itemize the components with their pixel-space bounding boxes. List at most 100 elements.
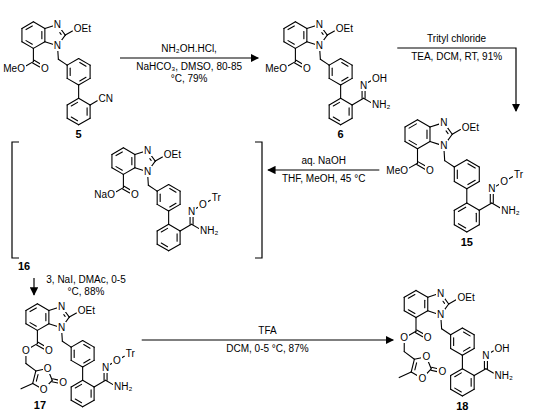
bond-line [408, 294, 415, 298]
atom-label: N [439, 140, 448, 151]
reaction-arrow [33, 278, 34, 295]
atom-label: O [499, 176, 509, 187]
compound-structure: NOEtNOMeONOHNH₂6 [262, 17, 393, 142]
bond-line [157, 231, 158, 244]
bond-line [458, 207, 465, 211]
bond-line [180, 191, 181, 204]
bond-line [418, 141, 430, 148]
bond-line [25, 355, 26, 363]
atom-label: O [130, 189, 140, 200]
atom-label: N [143, 166, 152, 177]
bond-line [288, 41, 294, 45]
reaction-conditions: Trityl chloride [427, 33, 486, 45]
bond-line [160, 194, 161, 201]
bond-line [451, 348, 463, 355]
bond-line [135, 168, 143, 171]
bond-line [91, 390, 92, 397]
atom-label: N [436, 309, 445, 320]
bond-line [33, 22, 44, 29]
bond-line [22, 22, 33, 29]
bond-line [417, 149, 418, 163]
bond-line [449, 300, 456, 304]
bond-line [67, 65, 68, 78]
bond-line [26, 41, 32, 45]
bond-line [474, 335, 475, 349]
bond-line [30, 308, 36, 312]
bond-line [79, 59, 90, 66]
reaction-arrow [268, 169, 379, 170]
bond-line [467, 181, 479, 188]
atom-label: N [315, 40, 324, 51]
bond-line [45, 313, 46, 320]
bond-line [404, 343, 405, 352]
compound-structure: NOEtNONaONOTrNH₂16 [10, 140, 264, 274]
bond-line [107, 372, 108, 380]
bond-line [454, 203, 466, 210]
bond-line [352, 105, 353, 118]
bond-line [467, 160, 479, 167]
bond-line [487, 360, 488, 369]
bond-line [33, 371, 36, 383]
bond-line [26, 304, 37, 311]
atom-label: Tr [125, 348, 136, 359]
atom-label: NH₂ [199, 225, 219, 236]
bond-line [307, 26, 315, 29]
bond-line [112, 168, 123, 175]
bond-line [352, 98, 363, 105]
molecule-bonds [284, 22, 371, 125]
bond-line [71, 102, 77, 106]
bond-line [416, 311, 428, 318]
bond-line [192, 224, 199, 228]
bond-line [457, 170, 458, 178]
bond-line [26, 26, 32, 30]
bond-line [60, 33, 61, 35]
right-bracket [255, 142, 262, 258]
bond-line [116, 152, 122, 156]
atom-label: MeO [264, 63, 288, 74]
compound-structure: NOEtNOOOOONOTrNH₂17 [19, 299, 138, 413]
compound-number: 15 [460, 236, 474, 248]
atom-label: MeO [385, 165, 409, 176]
bond-line [30, 344, 37, 348]
bond-line [49, 308, 57, 311]
atom-label: N [487, 183, 496, 194]
bond-line [329, 105, 330, 118]
bond-line [170, 189, 176, 193]
reaction-arrow [120, 57, 258, 58]
bond-line [75, 399, 81, 403]
bond-line [61, 333, 63, 342]
bond-line [349, 108, 350, 115]
bond-line [467, 225, 479, 232]
bond-line [180, 231, 181, 244]
bond-line [484, 360, 485, 369]
bond-line [284, 22, 295, 29]
bond-line [409, 163, 417, 168]
bond-line [455, 388, 462, 392]
bond-line [404, 127, 405, 141]
atom-label: O [423, 332, 433, 343]
bond-line [83, 360, 94, 367]
reaction-arrow [142, 339, 393, 340]
bond-line [48, 310, 49, 323]
atom-label: N [101, 362, 110, 373]
bond-line [116, 188, 123, 192]
left-bracket [12, 142, 19, 258]
bond-line [75, 384, 81, 388]
bond-line [70, 68, 71, 75]
bond-line [74, 350, 75, 357]
atom-label: MeO [2, 63, 26, 74]
bond-line [21, 28, 22, 41]
atom-label: O [437, 366, 447, 377]
atom-label: O [44, 345, 54, 356]
bond-line [463, 347, 470, 351]
atom-label: O [425, 165, 435, 176]
bond-line [462, 348, 474, 355]
bond-line [169, 185, 180, 192]
bond-line [453, 338, 454, 346]
bond-line [190, 216, 191, 224]
bond-line [177, 234, 178, 241]
bond-line [112, 148, 123, 155]
bond-line [84, 345, 90, 349]
bond-line [37, 324, 48, 331]
atom-label: N [359, 80, 368, 91]
